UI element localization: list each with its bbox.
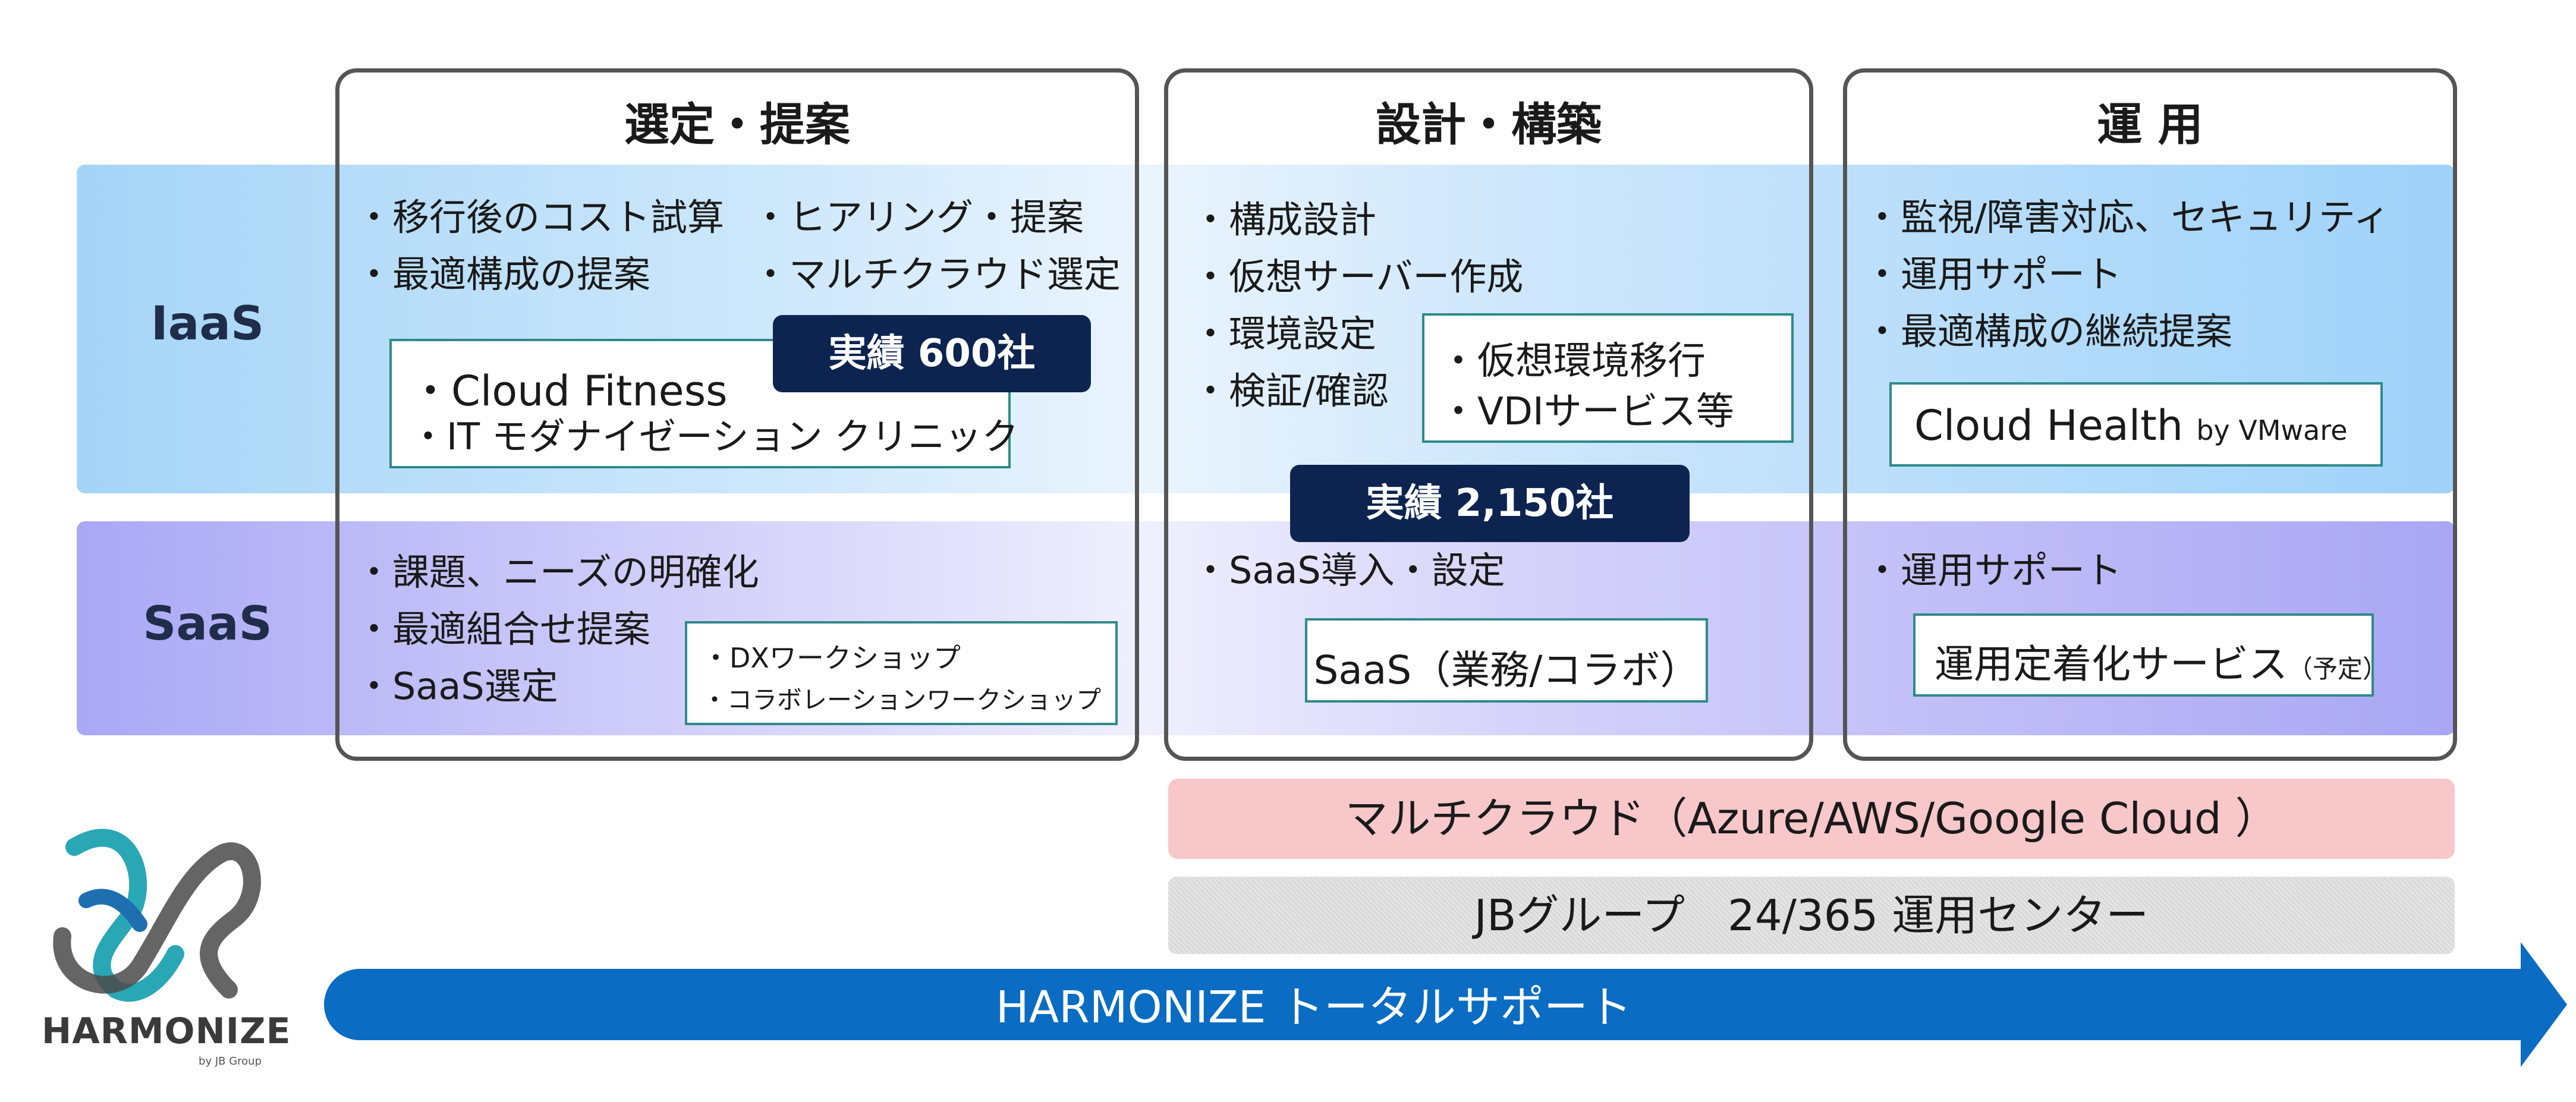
iaas-design-badge: 実績 2,150社 [1290, 465, 1690, 542]
saas-selection-box: ・DXワークショップ ・コラボレーションワークショップ [685, 621, 1118, 725]
iaas-design-list: ・構成設計 ・仮想サーバー作成 ・環境設定 ・検証/確認 [1192, 191, 1523, 420]
harmonize-logo-sub: by JB Group [199, 1055, 262, 1068]
list-item: ・最適構成の提案 [356, 253, 651, 296]
iaas-selection-badge: 実績 600社 [773, 315, 1091, 392]
list-item: ・SaaS選定 [356, 665, 558, 708]
saas-operation-box: 運用定着化サービス（予定） [1913, 613, 2388, 697]
harmonize-logo-wordmark: HARMONIZE [42, 1010, 291, 1052]
harmonize-arrow [324, 942, 2567, 1067]
phase-title-selection: 選定・提案 [624, 98, 850, 151]
row-label-iaas: IaaS [150, 297, 265, 351]
list-item: ・運用サポート [1864, 549, 2122, 592]
saas-selection-list: ・課題、ニーズの明確化 ・最適組合せ提案 ・SaaS選定 [356, 544, 759, 715]
iaas-operation-box: Cloud Health by VMware [1889, 382, 2383, 467]
operation-adoption-main: 運用定着化サービス [1935, 641, 2288, 687]
list-item: ・監視/障害対応、セキュリティ [1864, 196, 2391, 239]
cloud-health-label: Cloud Health by VMware [1914, 401, 2348, 450]
harmonize-arrow-label: HARMONIZE トータルサポート [996, 982, 1632, 1033]
list-item: ・課題、ニーズの明確化 [356, 550, 759, 594]
saas-design-list: ・SaaS導入・設定 [1192, 542, 1505, 599]
list-item: ・構成設計 [1192, 198, 1377, 241]
list-item: ・マルチクラウド選定 [752, 253, 1121, 296]
phase-title-operation: 運 用 [2097, 98, 2203, 151]
harmonize-logo-icon [53, 829, 261, 1002]
iaas-operation-list: ・監視/障害対応、セキュリティ ・運用サポート ・最適構成の継続提案 [1864, 189, 2390, 360]
saas-operation-list: ・運用サポート [1864, 542, 2122, 599]
cloud-health-main: Cloud Health [1914, 401, 2184, 450]
phase-operation-frame [1843, 68, 2457, 761]
saas-design-box: SaaS（業務/コラボ） [1305, 618, 1708, 703]
list-item: ・ヒアリング・提案 [752, 196, 1084, 239]
iaas-selection-list-left: ・移行後のコスト試算 ・最適構成の提案 [356, 189, 724, 303]
list-item: ・最適組合せ提案 [356, 607, 651, 651]
row-label-saas: SaaS [143, 597, 272, 651]
list-item: ・最適構成の継続提案 [1864, 310, 2233, 353]
list-item: ・移行後のコスト試算 [356, 196, 725, 239]
design-box-line-1: ・仮想環境移行 [1439, 339, 1706, 383]
operation-adoption-label: 運用定着化サービス（予定） [1935, 632, 2388, 689]
service-cloud-fitness: ・Cloud Fitness [410, 367, 728, 415]
iaas-selection-list-right: ・ヒアリング・提案 ・マルチクラウド選定 [752, 189, 1121, 303]
iaas-selection-services-box: ・Cloud Fitness ・IT モダナイゼーション クリニック [389, 339, 1018, 468]
phase-title-design: 設計・構築 [1376, 98, 1602, 151]
list-item: ・SaaS導入・設定 [1192, 549, 1505, 592]
list-item: ・仮想サーバー作成 [1192, 255, 1524, 298]
list-item: ・運用サポート [1864, 253, 2122, 296]
service-it-modernization: ・IT モダナイゼーション クリニック [410, 415, 1019, 458]
list-item: ・検証/確認 [1192, 369, 1389, 413]
multicloud-bar: マルチクラウド（Azure/AWS/Google Cloud ） [1168, 779, 2455, 859]
cloud-health-by: by VMware [2196, 414, 2348, 446]
list-item: ・環境設定 [1192, 312, 1377, 355]
phase-selection-frame [335, 68, 1139, 761]
jb-operation-center-bar: JBグループ 24/365 運用センター [1168, 877, 2455, 954]
collab-workshop: ・コラボレーションワークショップ [702, 685, 1102, 714]
phase-design-frame [1164, 68, 1813, 761]
saas-design-box-label: SaaS（業務/コラボ） [1313, 647, 1700, 693]
operation-adoption-note: （予定） [2288, 654, 2388, 684]
design-box-line-2: ・VDIサービス等 [1439, 390, 1734, 434]
iaas-design-box: ・仮想環境移行 ・VDIサービス等 [1422, 313, 1794, 443]
dx-workshop: ・DXワークショップ [702, 642, 961, 674]
